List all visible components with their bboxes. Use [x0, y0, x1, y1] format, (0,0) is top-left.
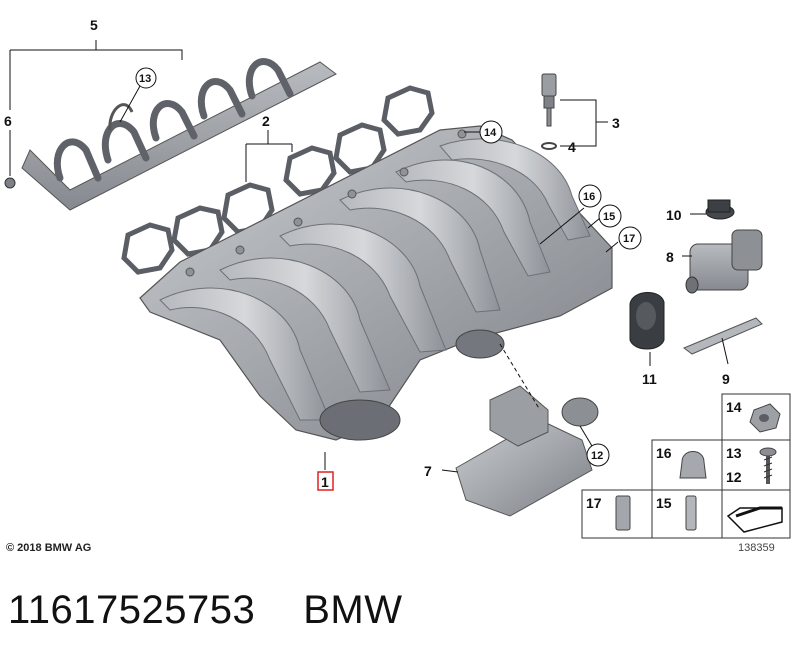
intake-manifold-1 — [139, 125, 613, 441]
adjusting-unit-7 — [441, 343, 599, 517]
table-label-13: 13 — [726, 445, 742, 461]
plug-10 — [690, 199, 735, 220]
label-7: 7 — [424, 463, 432, 479]
table-label-17: 17 — [586, 495, 602, 511]
label-9: 9 — [722, 371, 730, 387]
label-5: 5 — [90, 17, 98, 33]
callout-16 — [539, 184, 602, 245]
callout-5 — [9, 40, 183, 110]
temperature-sensor-3 — [541, 73, 557, 127]
label-2: 2 — [262, 113, 270, 129]
callout-15 — [587, 204, 622, 229]
table-label-15: 15 — [656, 495, 672, 511]
part-1-highlight-box — [317, 471, 334, 491]
table-icons — [615, 403, 783, 533]
label-3: 3 — [612, 115, 620, 131]
label-4: 4 — [568, 139, 576, 155]
copyright-notice: © 2018 BMW AG — [6, 542, 92, 554]
brand-name: BMW — [303, 588, 403, 632]
callout-14 — [464, 120, 503, 144]
circle-label-14: 14 — [484, 127, 497, 139]
table-label-14: 14 — [726, 399, 742, 415]
label-10: 10 — [666, 207, 682, 223]
circle-label-17: 17 — [623, 233, 635, 245]
callout-17 — [605, 226, 642, 253]
seal-ring-4 — [541, 142, 557, 150]
part-number: 11617525753 — [8, 588, 256, 632]
caption: 11617525753 BMW — [8, 588, 451, 633]
bracket-9 — [683, 317, 763, 365]
actuator-8 — [682, 229, 763, 294]
callout-13 — [108, 67, 157, 131]
circle-label-13: 13 — [139, 73, 151, 85]
label-1: 1 — [321, 474, 329, 490]
callout-3-4 — [560, 99, 608, 147]
label-6: 6 — [4, 113, 12, 129]
label-8: 8 — [666, 249, 674, 265]
diagram-id: 138359 — [738, 542, 775, 554]
part-6-washer — [4, 130, 16, 189]
callout-12 — [579, 425, 610, 467]
circle-label-15: 15 — [603, 211, 615, 223]
label-11: 11 — [642, 371, 657, 387]
gasket-rail-5 — [21, 58, 337, 211]
damper-11 — [629, 292, 665, 366]
circle-label-12: 12 — [591, 450, 603, 462]
callout-2 — [245, 130, 293, 182]
table-label-12: 12 — [726, 469, 742, 485]
circle-label-16: 16 — [583, 191, 595, 203]
table-label-16: 16 — [656, 445, 672, 461]
